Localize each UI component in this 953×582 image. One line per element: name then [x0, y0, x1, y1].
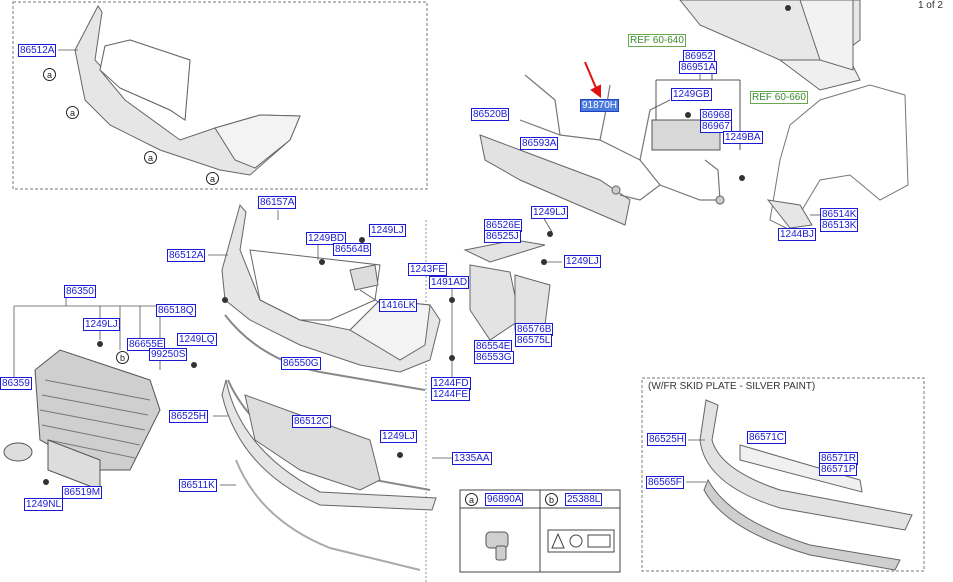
callout-1249LJ-a[interactable]: 1249LJ	[369, 224, 406, 237]
lip-strip-drawing	[224, 314, 426, 391]
callout-86571C[interactable]: 86571C	[747, 431, 787, 444]
callout-86359[interactable]: 86359	[0, 377, 32, 390]
mark-a-4: a	[206, 172, 219, 185]
legend-label-icons	[547, 529, 615, 553]
lower-grille-drawing	[244, 394, 381, 491]
ref-label-60-660[interactable]: REF 60-660	[750, 91, 808, 104]
callout-86553G[interactable]: 86553G	[474, 351, 514, 364]
callout-86157A[interactable]: 86157A	[258, 196, 297, 209]
callout-86518Q[interactable]: 86518Q	[156, 304, 196, 317]
callout-1243FE[interactable]: 1243FE	[408, 263, 448, 276]
callout-86565F[interactable]: 86565F	[646, 476, 684, 489]
upper-frame-drawing	[679, 0, 861, 91]
main-bumper-cover-drawing	[221, 203, 441, 373]
legend-part-96890A[interactable]: 96890A	[485, 493, 524, 506]
skid-plate-drawing	[699, 399, 913, 571]
emblem-drawing	[3, 442, 33, 462]
highlighted-part-label[interactable]: 91870H	[580, 99, 620, 112]
callout-86593A[interactable]: 86593A	[520, 137, 559, 150]
mark-b-1: b	[116, 351, 129, 364]
top-left-inset-box	[12, 1, 428, 190]
callout-1249NL[interactable]: 1249NL	[24, 498, 64, 511]
callout-86512A-top[interactable]: 86512A	[18, 44, 57, 57]
callout-1249LJ-c[interactable]: 1249LJ	[380, 430, 417, 443]
callout-1249GB[interactable]: 1249GB	[671, 88, 712, 101]
ref-label-60-640[interactable]: REF 60-640	[628, 34, 686, 47]
callout-86512A-mid[interactable]: 86512A	[167, 249, 206, 262]
bracket-86564B-drawing	[349, 264, 379, 291]
callout-86513K[interactable]: 86513K	[820, 219, 859, 232]
callout-1249LJ-e[interactable]: 1249LJ	[564, 255, 601, 268]
callout-1249LJ-b[interactable]: 1249LJ	[83, 318, 120, 331]
callout-86511K[interactable]: 86511K	[179, 479, 217, 492]
page-indicator: 1 of 2	[917, 0, 943, 11]
legend-sensor-icon	[485, 531, 509, 561]
radiator-grille-drawing	[34, 349, 161, 471]
fender-drawing	[769, 84, 909, 231]
legend-mark-b: b	[545, 493, 558, 506]
lower-bumper-drawing	[221, 379, 437, 511]
skid-plate-box-title: (W/FR SKID PLATE - SILVER PAINT)	[648, 381, 816, 392]
callout-86967[interactable]: 86967	[700, 120, 732, 133]
callout-86550G[interactable]: 86550G	[281, 357, 321, 370]
mark-a-2: a	[66, 106, 79, 119]
callout-1249LJ-d[interactable]: 1249LJ	[531, 206, 568, 219]
callout-86512C[interactable]: 86512C	[292, 415, 332, 428]
callout-1244FE[interactable]: 1244FE	[431, 388, 471, 401]
callout-86571P[interactable]: 86571P	[819, 463, 858, 476]
skid-plate-box	[641, 377, 925, 572]
callout-99250S[interactable]: 99250S	[149, 348, 188, 361]
callout-1335AA[interactable]: 1335AA	[452, 452, 492, 465]
highlight-arrow	[584, 61, 601, 98]
callout-86525H-skid[interactable]: 86525H	[647, 433, 687, 446]
callout-86520B[interactable]: 86520B	[471, 108, 510, 121]
side-brackets-drawing	[463, 239, 551, 341]
callout-86575L[interactable]: 86575L	[515, 334, 553, 347]
fender-bracket-drawing	[766, 199, 813, 229]
legend-mark-a: a	[465, 493, 478, 506]
callout-86525H[interactable]: 86525H	[169, 410, 209, 423]
mark-a-1: a	[43, 68, 56, 81]
callout-86519M[interactable]: 86519M	[62, 486, 103, 499]
callout-1416LK[interactable]: 1416LK	[379, 299, 418, 312]
legend-part-25388L[interactable]: 25388L	[565, 493, 603, 506]
mark-a-3: a	[144, 151, 157, 164]
callout-1249LQ[interactable]: 1249LQ	[177, 333, 217, 346]
absorber-drawing	[479, 134, 631, 226]
callout-86564B[interactable]: 86564B	[333, 243, 372, 256]
callout-86525J[interactable]: 86525J	[484, 230, 521, 243]
wiring-harness-drawing	[519, 74, 725, 205]
callout-86951A[interactable]: 86951A	[679, 61, 718, 74]
callout-1249BA[interactable]: 1249BA	[723, 131, 763, 144]
callout-86655E[interactable]: 86655E	[127, 338, 166, 351]
callout-86350[interactable]: 86350	[64, 285, 96, 298]
callout-1249BD[interactable]: 1249BD	[306, 232, 347, 245]
callout-1491AD[interactable]: 1491AD	[429, 276, 470, 289]
callout-1244BJ[interactable]: 1244BJ	[778, 228, 816, 241]
top-bumper-cover-drawing	[74, 5, 301, 176]
